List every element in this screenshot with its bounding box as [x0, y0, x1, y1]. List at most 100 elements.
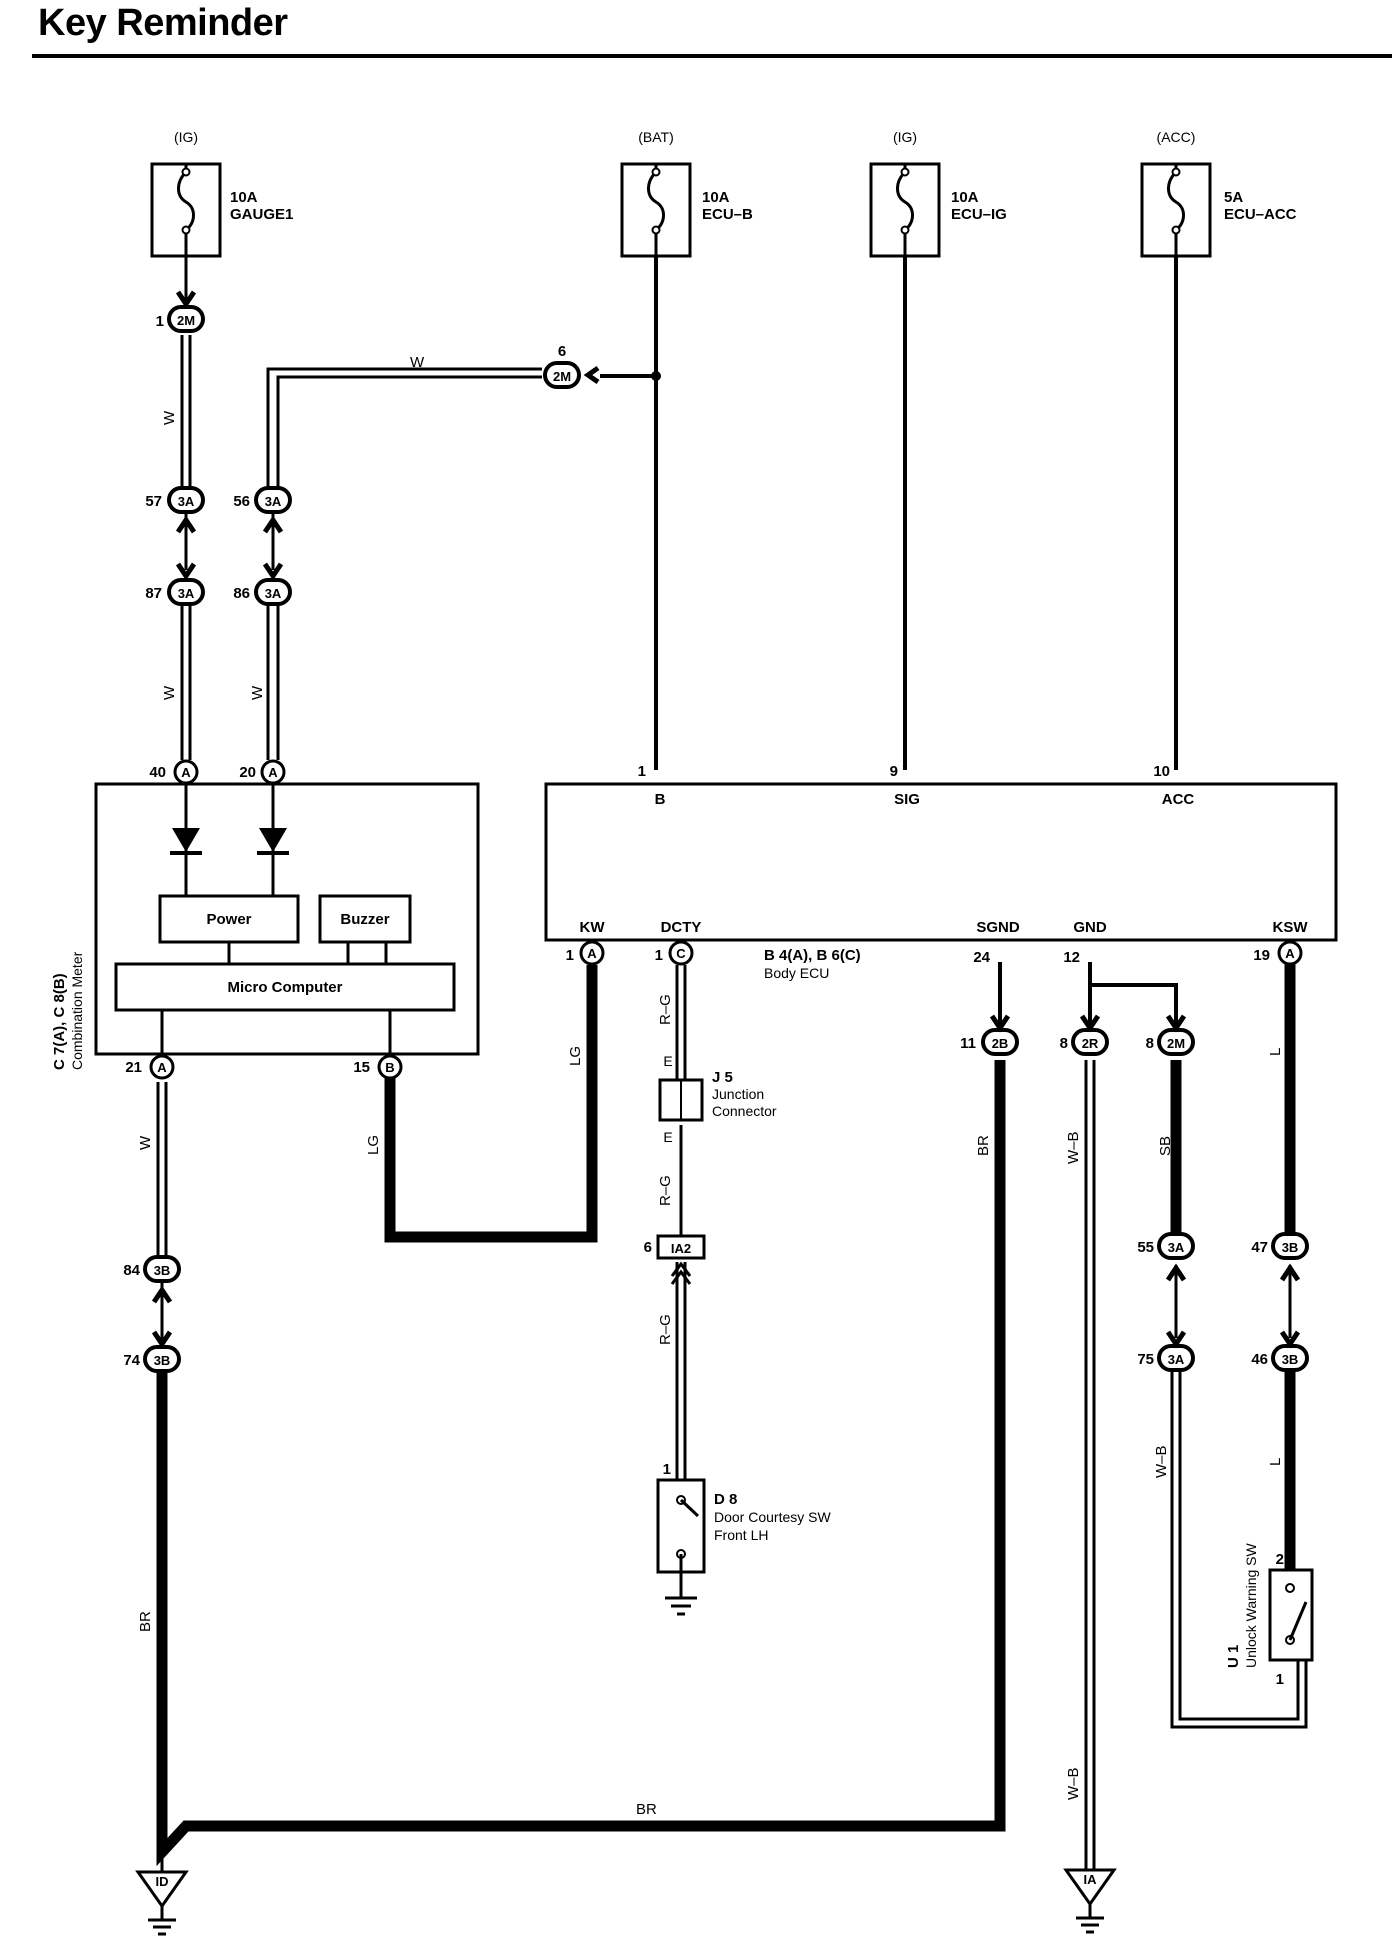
svg-text:9: 9 — [890, 763, 898, 780]
svg-text:BR: BR — [137, 1611, 154, 1632]
power-block — [158, 894, 300, 944]
svg-text:1: 1 — [566, 947, 574, 964]
svg-text:20: 20 — [239, 764, 256, 781]
connector-3a-55: 55 3A — [1137, 1232, 1195, 1280]
svg-text:W: W — [249, 685, 266, 700]
svg-text:1: 1 — [156, 313, 164, 330]
connector-3a-56: 56 3A — [233, 486, 292, 532]
connector-3b-46: 46 3B — [1251, 1332, 1309, 1372]
svg-text:LG: LG — [365, 1135, 382, 1155]
connector-3b-84: 84 3B — [123, 1255, 181, 1302]
svg-text:W: W — [137, 1135, 154, 1150]
svg-text:87: 87 — [145, 585, 162, 602]
svg-text:3A: 3A — [1168, 1240, 1185, 1255]
svg-text:19: 19 — [1253, 947, 1270, 964]
fuse-name: ECU–ACC — [1224, 206, 1297, 223]
svg-text:56: 56 — [233, 493, 250, 510]
fuse-name: ECU–B — [702, 206, 753, 223]
svg-text:84: 84 — [123, 1262, 140, 1279]
svg-text:86: 86 — [233, 585, 250, 602]
svg-text:W: W — [161, 410, 178, 425]
svg-text:1: 1 — [655, 947, 663, 964]
svg-text:3B: 3B — [154, 1353, 171, 1368]
unlock-warning-switch-u1: 2 1 U 1 Unlock Warning SW — [1225, 1542, 1314, 1688]
svg-text:1: 1 — [663, 1461, 671, 1478]
fuse-source: (ACC) — [1157, 129, 1196, 145]
wire-gnd-wb — [1084, 962, 1308, 1870]
svg-text:D 8: D 8 — [714, 1491, 737, 1508]
svg-text:Connector: Connector — [712, 1103, 777, 1119]
svg-text:A: A — [157, 1060, 167, 1075]
svg-text:46: 46 — [1251, 1351, 1268, 1368]
fuse-name: GAUGE1 — [230, 206, 293, 223]
svg-text:SIG: SIG — [894, 791, 920, 808]
svg-text:3A: 3A — [178, 586, 195, 601]
svg-text:6: 6 — [644, 1239, 652, 1256]
svg-text:40: 40 — [149, 764, 166, 781]
micro-computer-label: Micro Computer — [227, 979, 342, 996]
svg-text:SGND: SGND — [976, 919, 1020, 936]
svg-text:LG: LG — [567, 1046, 584, 1066]
fuse-name: ECU–IG — [951, 206, 1007, 223]
svg-text:B: B — [655, 791, 666, 808]
connector-3a-86: 86 3A — [233, 564, 292, 606]
svg-text:BR: BR — [636, 1801, 657, 1818]
svg-text:6: 6 — [558, 343, 566, 360]
fuse-ecu-b: (BAT) 10A ECU–B — [620, 129, 753, 258]
svg-text:2B: 2B — [992, 1036, 1009, 1051]
svg-text:10: 10 — [1153, 763, 1170, 780]
svg-text:B: B — [385, 1060, 394, 1075]
svg-text:ACC: ACC — [1162, 791, 1195, 808]
svg-text:47: 47 — [1251, 1239, 1268, 1256]
fuse-source: (BAT) — [638, 129, 674, 145]
svg-text:2: 2 — [1276, 1551, 1284, 1568]
wire-rg — [675, 965, 687, 1480]
svg-text:GND: GND — [1073, 919, 1107, 936]
door-switch-ground — [665, 1572, 697, 1616]
fuse-ecu-ig: (IG) 10A ECU–IG — [869, 129, 1007, 258]
svg-text:2M: 2M — [1167, 1036, 1185, 1051]
fuse-source: (IG) — [893, 129, 917, 145]
svg-text:U 1: U 1 — [1225, 1645, 1242, 1668]
ground-ia: IA — [1064, 1868, 1116, 1934]
svg-text:C: C — [676, 946, 686, 961]
svg-text:24: 24 — [973, 949, 990, 966]
svg-text:15: 15 — [353, 1059, 370, 1076]
svg-text:A: A — [1285, 946, 1295, 961]
svg-text:KSW: KSW — [1273, 919, 1309, 936]
svg-text:2M: 2M — [177, 313, 195, 328]
svg-text:IA2: IA2 — [671, 1241, 691, 1256]
combination-meter: 40 A 20 A Power Buzzer Micro Computer 21… — [51, 759, 480, 1080]
svg-text:74: 74 — [123, 1352, 140, 1369]
svg-text:R–G: R–G — [657, 1175, 674, 1206]
connector-2m-6: 6 2M — [543, 343, 600, 389]
svg-text:57: 57 — [145, 493, 162, 510]
connector-3a-75: 75 3A — [1137, 1332, 1195, 1372]
connector-2m-8: 8 2M — [1146, 1016, 1195, 1056]
svg-text:Junction: Junction — [712, 1086, 764, 1102]
svg-text:DCTY: DCTY — [661, 919, 702, 936]
wire-lg — [384, 965, 598, 1243]
svg-text:12: 12 — [1063, 949, 1080, 966]
svg-text:J 5: J 5 — [712, 1069, 733, 1086]
svg-text:55: 55 — [1137, 1239, 1154, 1256]
meter-id-label: C 7(A), C 8(B) — [51, 973, 68, 1070]
connector-3a-87: 87 3A — [145, 564, 205, 606]
svg-text:3B: 3B — [154, 1263, 171, 1278]
door-courtesy-switch-d8: 1 D 8 Door Courtesy SW Front LH — [656, 1461, 831, 1574]
svg-text:21: 21 — [125, 1059, 142, 1076]
connector-3b-47: 47 3B — [1251, 1232, 1309, 1280]
page-title: Key Reminder — [38, 2, 288, 44]
connector-3a-57: 57 3A — [145, 486, 205, 532]
title-rule — [32, 54, 1392, 58]
svg-text:IA: IA — [1084, 1872, 1098, 1887]
svg-text:3B: 3B — [1282, 1352, 1299, 1367]
svg-text:1: 1 — [1276, 1671, 1284, 1688]
svg-text:R–G: R–G — [657, 1314, 674, 1345]
svg-text:E: E — [663, 1129, 672, 1145]
ground-id: ID — [136, 1870, 188, 1936]
connector-2b-11: 11 2B — [960, 1016, 1019, 1056]
wire-color-labels: W W W W W LG LG R–G R–G R–G BR BR BR W–B… — [137, 354, 1284, 1818]
buzzer-block — [318, 894, 412, 944]
svg-text:Unlock Warning SW: Unlock Warning SW — [1243, 1542, 1259, 1668]
